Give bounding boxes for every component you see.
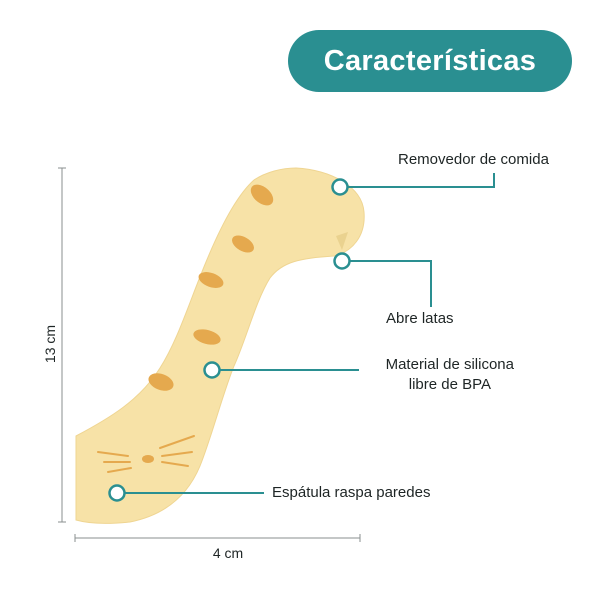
width-dimension-line [74, 534, 361, 542]
silicone-tool-body [75, 167, 365, 524]
callout-label-food-remover: Removedor de comida [398, 151, 549, 168]
section-title: Características [323, 44, 537, 77]
callout-label-material-line1: Material de silicona [385, 356, 514, 373]
width-dimension-label: 4 cm [212, 545, 244, 561]
height-dimension-line [58, 167, 66, 523]
callout-dot-can-opener [333, 252, 351, 270]
callout-label-can-opener: Abre latas [386, 310, 454, 327]
callout-label-spatula: Espátula raspa paredes [272, 484, 431, 501]
callout-line-food-remover [348, 173, 495, 188]
callout-dot-spatula [108, 484, 126, 502]
section-title-badge: Características [288, 30, 572, 92]
callout-dot-material [203, 361, 221, 379]
callout-label-material-line2: libre de BPA [408, 376, 491, 393]
callout-line-can-opener [350, 260, 432, 307]
spots-pattern [148, 184, 274, 391]
callout-label-material: Material de silicona libre de BPA [340, 355, 514, 395]
cat-face-decoration [97, 435, 195, 473]
can-opener-notch [336, 232, 348, 250]
callout-dot-food-remover [331, 178, 349, 196]
height-dimension-label: 13 cm [42, 324, 58, 364]
